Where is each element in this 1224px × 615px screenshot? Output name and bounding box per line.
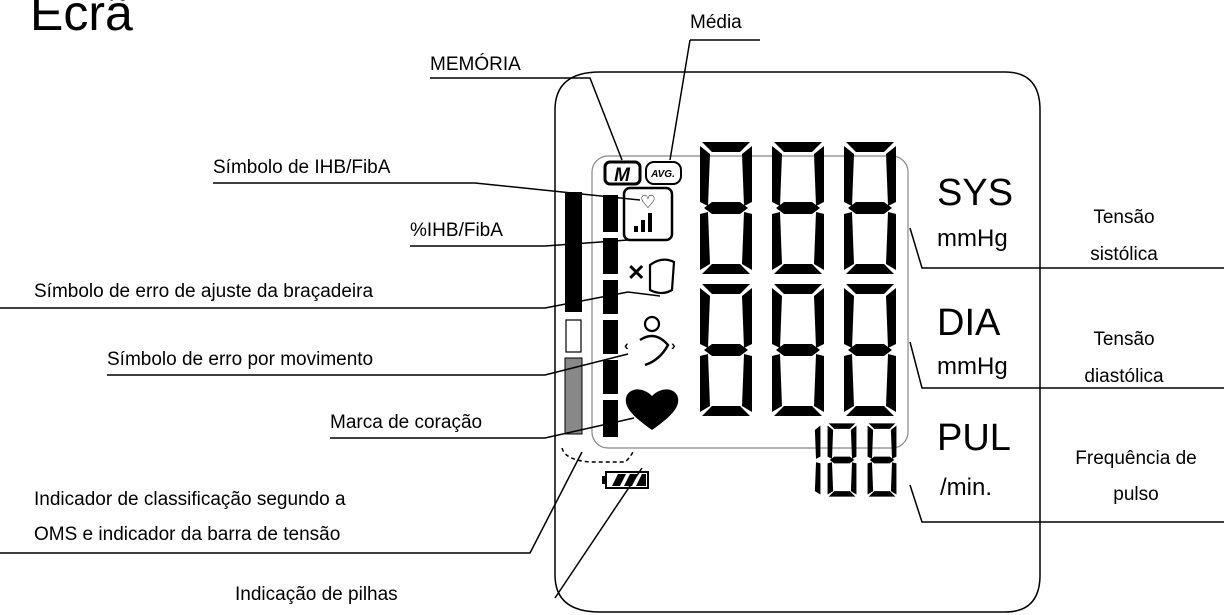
sys-digits bbox=[700, 142, 896, 274]
who-bar-segment-dark bbox=[565, 192, 582, 312]
dia-label: DIA bbox=[937, 302, 1001, 344]
heart-mark-label: Marca de coração bbox=[330, 412, 482, 433]
svg-text:M: M bbox=[614, 165, 631, 186]
svg-text:‹: ‹ bbox=[624, 337, 629, 353]
who-indicator-label-line1: Indicador de classificação segundo a bbox=[34, 489, 346, 510]
device-outline bbox=[554, 71, 1041, 613]
who-bar-segment-empty bbox=[565, 319, 582, 353]
who-bar-bracket bbox=[561, 447, 635, 463]
dia-digits bbox=[700, 284, 896, 416]
average-icon: AVG. bbox=[645, 161, 682, 185]
svg-text:♡: ♡ bbox=[640, 192, 656, 212]
sys-label: SYS bbox=[937, 172, 1013, 214]
who-classification-bar bbox=[564, 192, 583, 435]
diastolic-label-line1: Tensão bbox=[1093, 329, 1154, 350]
sys-unit: mmHg bbox=[937, 225, 1008, 252]
systolic-label-line1: Tensão bbox=[1093, 207, 1154, 228]
heart-icon bbox=[625, 389, 679, 430]
leader-lines bbox=[0, 39, 1224, 599]
page-title: Ecrã bbox=[30, 0, 133, 41]
pul-digits bbox=[814, 423, 897, 497]
movement-error-label: Símbolo de erro por movimento bbox=[107, 349, 373, 370]
ihb-percent-label: %IHB/FibA bbox=[410, 220, 503, 241]
dia-unit: mmHg bbox=[937, 353, 1008, 380]
pul-label: PUL bbox=[937, 417, 1011, 459]
who-indicator-label-line2: OMS e indicador da barra de tensão bbox=[34, 524, 340, 545]
pressure-bar-indicator bbox=[603, 195, 618, 437]
svg-text:AVG.: AVG. bbox=[650, 169, 675, 180]
memory-icon: M bbox=[603, 160, 642, 186]
pulse-label-line1: Frequência de bbox=[1075, 448, 1196, 469]
cuff-error-label: Símbolo de erro de ajuste da braçadeira bbox=[34, 281, 373, 302]
cuff-error-icon: ✕ bbox=[627, 258, 676, 297]
ihb-heart-icon: ♡ bbox=[622, 186, 674, 242]
who-bar-segment-grey bbox=[564, 357, 583, 435]
diastolic-label-line2: diastólica bbox=[1084, 366, 1164, 387]
movement-error-icon: ‹ › bbox=[624, 315, 676, 367]
pul-unit: /min. bbox=[940, 474, 992, 501]
battery-icon bbox=[602, 471, 649, 489]
pulse-label-line2: pulso bbox=[1113, 484, 1158, 505]
systolic-label-line2: sistólica bbox=[1090, 244, 1158, 265]
svg-text:›: › bbox=[671, 337, 676, 353]
battery-label: Indicação de pilhas bbox=[235, 584, 398, 605]
ihb-symbol-label: Símbolo de IHB/FibA bbox=[213, 157, 391, 178]
memoria-label: MEMÓRIA bbox=[430, 53, 521, 75]
svg-text:✕: ✕ bbox=[627, 260, 645, 285]
media-label: Média bbox=[690, 12, 742, 33]
